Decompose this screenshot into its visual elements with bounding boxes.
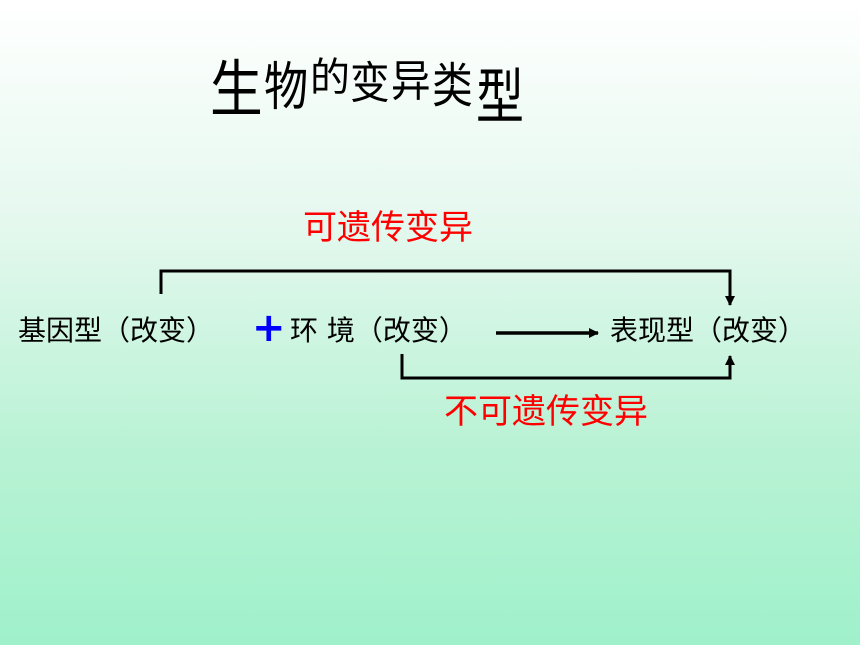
nonheritable-variation-label: 不可遗传变异 xyxy=(444,392,648,432)
heritable-variation-label: 可遗传变异 xyxy=(303,208,473,248)
title-char: 异 xyxy=(391,56,431,107)
title-char: 物 xyxy=(264,58,309,118)
genotype-term: 基因型（改变） xyxy=(18,314,215,347)
title-char: 变 xyxy=(350,58,390,109)
environment-term: 环 境（改变） xyxy=(290,314,467,347)
title-char: 型 xyxy=(476,63,525,133)
title-char: 类 xyxy=(432,58,473,114)
nonheritable-bracket xyxy=(400,354,735,380)
title-char: 生 xyxy=(210,53,263,126)
heritable-bracket xyxy=(159,269,735,306)
phenotype-term: 表现型（改变） xyxy=(610,314,807,347)
slide-title: 生物的变异类型 xyxy=(210,42,570,134)
plus-sign: + xyxy=(252,305,286,351)
title-char: 的 xyxy=(310,55,351,101)
